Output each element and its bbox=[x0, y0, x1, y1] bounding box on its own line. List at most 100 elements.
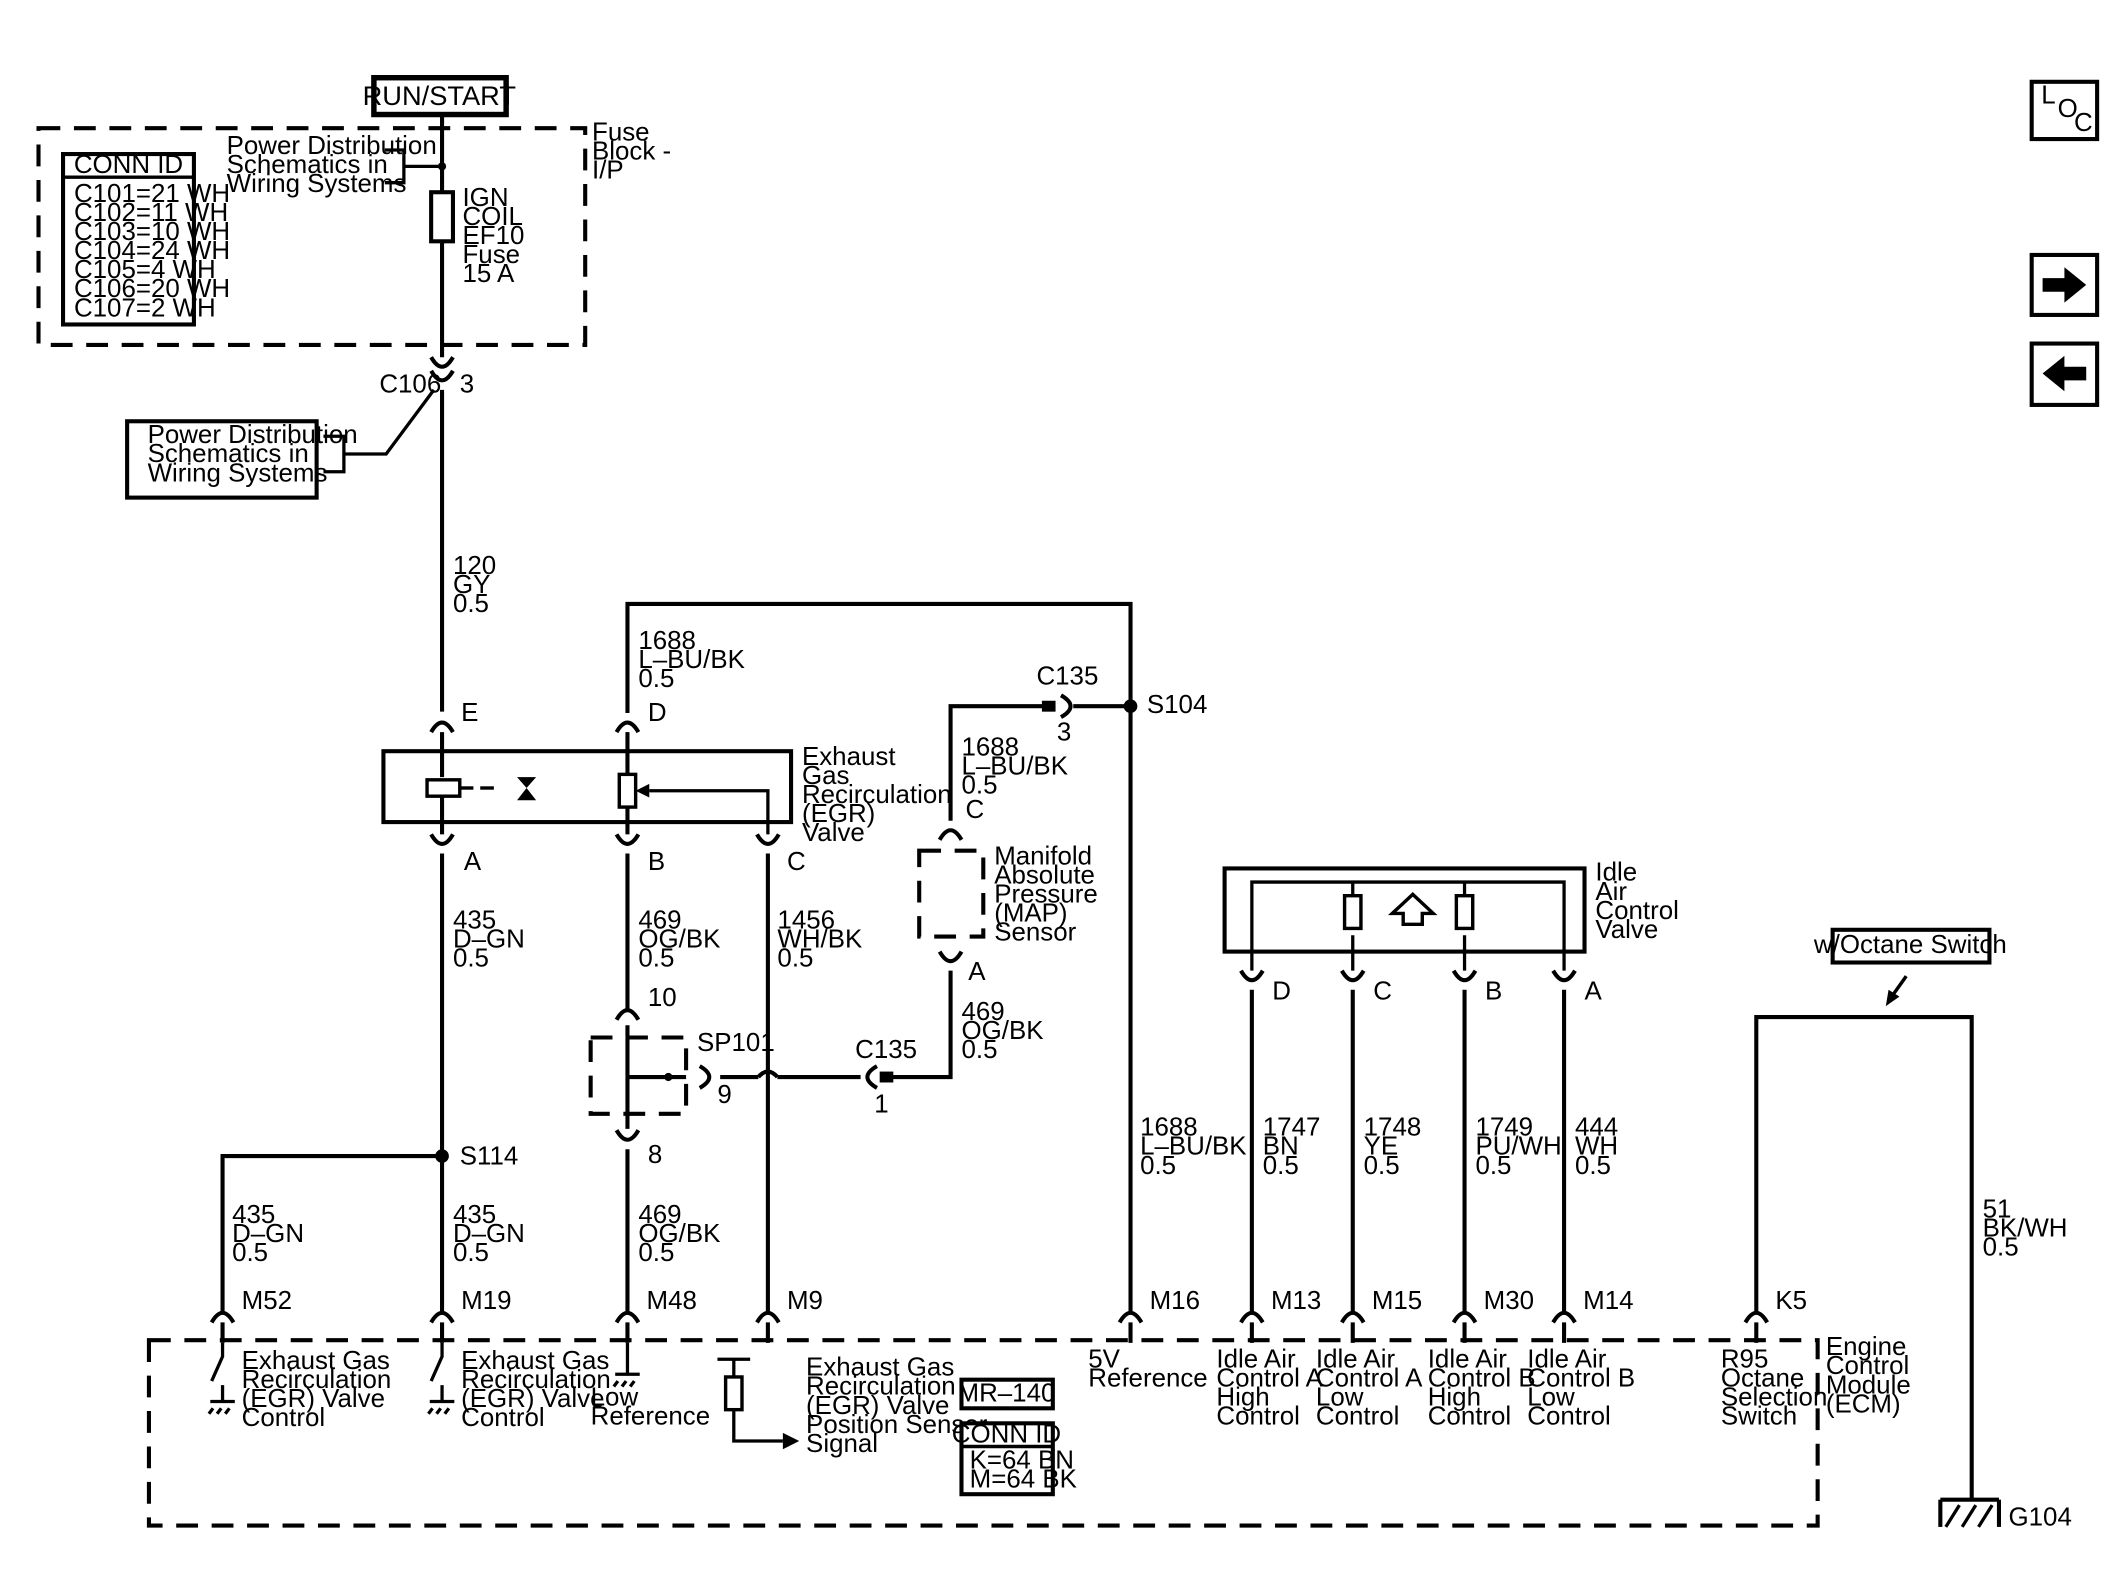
egr-pin-d: D bbox=[648, 699, 667, 727]
conn-id-table-fuse: CONN ID C101=21 WH C102=11 WH C103=10 WH… bbox=[61, 151, 237, 327]
ecm-m19-desc: Exhaust Gas Recirculation (EGR) Valve Co… bbox=[461, 1347, 618, 1432]
ecm-m52-desc: Exhaust Gas Recirculation (EGR) Valve Co… bbox=[242, 1347, 399, 1432]
wire-1688-network: S104 C135 3 1688 L–BU/BK 0.5 1688 L–BU/B… bbox=[625, 601, 1254, 1312]
egr-potentiometer-icon bbox=[617, 772, 638, 809]
run-start-block: RUN/START bbox=[363, 74, 517, 118]
ecm-connectors bbox=[209, 1310, 1769, 1343]
ecm-pin-m30: M30 bbox=[1484, 1287, 1534, 1315]
ecm-pin-m52: M52 bbox=[242, 1287, 292, 1315]
sp101-pin-8: 8 bbox=[648, 1141, 662, 1169]
map-sensor-label: Manifold Absolute Pressure (MAP) Sensor bbox=[994, 842, 1105, 946]
ecm-pin-m16: M16 bbox=[1150, 1287, 1200, 1315]
c135-top-pin: 3 bbox=[1057, 718, 1071, 746]
wire-469-map-label: 469 OG/BK 0.5 bbox=[961, 998, 1050, 1064]
iac-pin-b: B bbox=[1485, 977, 1502, 1005]
ecm-conn-id-table: CONN ID K=64 BN M=64 BK bbox=[952, 1420, 1077, 1497]
iac-pin-a: A bbox=[1585, 977, 1603, 1005]
sp101-pin-10: 10 bbox=[648, 984, 677, 1012]
ecm-m13-desc: Idle Air Control A High Control bbox=[1216, 1345, 1330, 1430]
egr-valve-label: Exhaust Gas Recirculation (EGR) Valve bbox=[802, 743, 959, 847]
wire-1688-map-label: 1688 L–BU/BK 0.5 bbox=[961, 733, 1075, 799]
ground-g104-icon bbox=[1938, 1497, 2002, 1528]
svg-text:CONN ID: CONN ID bbox=[74, 151, 183, 179]
ecm-m9-desc: Exhaust Gas Recirculation (EGR) Valve Po… bbox=[806, 1354, 995, 1458]
ecm-pin-m9: M9 bbox=[787, 1287, 823, 1315]
wire-435-a-label: 435 D–GN 0.5 bbox=[453, 906, 532, 972]
iac-wires: 1747 BN 0.5 1748 YE 0.5 1749 PU/WH 0.5 4… bbox=[1249, 989, 1625, 1312]
iac-valve-label: Idle Air Control Valve bbox=[1595, 859, 1686, 944]
s114-label: S114 bbox=[460, 1142, 519, 1170]
ecm-pin-m48: M48 bbox=[647, 1287, 697, 1315]
ecm-k5-desc: R95 Octane Selection Switch bbox=[1721, 1345, 1835, 1430]
ecm-m16-desc: 5V Reference bbox=[1088, 1345, 1207, 1392]
run-start-label: RUN/START bbox=[363, 80, 517, 111]
wire-120-label: 120 GY 0.5 bbox=[453, 552, 503, 618]
ecm-egr-sensor-input-icon bbox=[717, 1357, 800, 1450]
iac-coil-a-icon bbox=[1342, 894, 1363, 931]
ecm-pin-m13: M13 bbox=[1271, 1287, 1321, 1315]
c135-bottom-pin: 1 bbox=[874, 1090, 888, 1118]
idle-air-control-valve[interactable]: D C B A Idle Air Control Valve bbox=[1222, 859, 1686, 1006]
svg-text:MR–140: MR–140 bbox=[958, 1379, 1056, 1407]
ecm-m30-desc: Idle Air Control B High Control bbox=[1428, 1345, 1543, 1430]
ground-label: G104 bbox=[2009, 1504, 2072, 1532]
svg-text:C101=21 WH C102=11 WH: C101=21 WH C102=11 WH C103=10 WH C104=24… bbox=[74, 180, 237, 323]
map-pin-a: A bbox=[968, 958, 986, 986]
wire-469-map: C135 1 469 OG/BK 0.5 bbox=[720, 970, 1050, 1118]
ecm-low-ref-ground-icon bbox=[612, 1342, 640, 1388]
wire-444-label: 444 WH 0.5 bbox=[1575, 1114, 1625, 1180]
wire-1747-label: 1747 BN 0.5 bbox=[1263, 1114, 1328, 1180]
loc-button[interactable]: L O C bbox=[2029, 79, 2100, 142]
power-distribution-ref-box: Power Distribution Schematics in Wiring … bbox=[125, 388, 436, 500]
solenoid-icon bbox=[425, 778, 462, 798]
map-sensor[interactable]: C A Manifold Absolute Pressure (MAP) Sen… bbox=[917, 796, 1105, 986]
wire-1688-top-label: 1688 L–BU/BK 0.5 bbox=[638, 627, 752, 693]
ecm-m15-desc: Idle Air Control A Low Control bbox=[1316, 1345, 1430, 1430]
loc-letter-c: C bbox=[2074, 109, 2093, 137]
wire-120-gy: C106 3 120 GY 0.5 bbox=[379, 114, 503, 712]
ecm-m48-desc: Low Reference bbox=[591, 1384, 710, 1431]
c106-pin: 3 bbox=[460, 371, 474, 399]
wire-51-label: 51 BK/WH 0.5 bbox=[1983, 1195, 2075, 1261]
ecm-driver-m52-icon bbox=[207, 1342, 235, 1415]
arrow-left-icon bbox=[2042, 355, 2087, 392]
ecm-pin-m15: M15 bbox=[1372, 1287, 1422, 1315]
wire-1749-label: 1749 PU/WH 0.5 bbox=[1475, 1114, 1569, 1180]
ecm-mr-140-box: MR–140 bbox=[958, 1377, 1056, 1411]
sp101-pin-9: 9 bbox=[717, 1081, 731, 1109]
next-page-button[interactable] bbox=[2029, 252, 2100, 317]
ecm-driver-m19-icon bbox=[427, 1342, 455, 1415]
egr-pin-c: C bbox=[787, 848, 806, 876]
ecm-label: Engine Control Module (ECM) bbox=[1826, 1333, 1918, 1418]
egr-pin-b: B bbox=[648, 848, 665, 876]
splice-pack-sp101: SP101 10 9 8 469 OG/BK 0.5 469 OG/BK 0.5 bbox=[588, 853, 775, 1312]
iac-pin-c: C bbox=[1373, 977, 1392, 1005]
iac-pin-d: D bbox=[1272, 977, 1291, 1005]
octane-switch-label: w/Octane Switch bbox=[1813, 931, 2007, 959]
fuse-block-power-dist-ref: Power Distribution Schematics in Wiring … bbox=[227, 132, 444, 198]
wire-469-m48-label: 469 OG/BK 0.5 bbox=[638, 1201, 727, 1267]
map-pin-c: C bbox=[966, 796, 985, 824]
fuse-icon bbox=[429, 190, 456, 244]
wire-469-b-label: 469 OG/BK 0.5 bbox=[638, 906, 727, 972]
wire-435-m52-label: 435 D–GN 0.5 bbox=[232, 1201, 311, 1267]
iac-coil-b-icon bbox=[1454, 894, 1475, 931]
previous-page-button[interactable] bbox=[2029, 341, 2100, 407]
octane-arrow-icon bbox=[1885, 989, 1900, 1007]
ecm-pin-m19: M19 bbox=[461, 1287, 511, 1315]
wire-1456-label: 1456 WH/BK 0.5 bbox=[777, 906, 869, 972]
egr-valve[interactable]: E D A B C Exhaust Gas Recirculation (EGR… bbox=[381, 699, 959, 876]
engine-control-module[interactable]: Engine Control Module (ECM) M52 M19 M48 … bbox=[146, 1287, 1918, 1528]
wire-1456-wh-bk: 1456 WH/BK 0.5 bbox=[765, 853, 869, 1312]
fuse-block-title: Fuse Block - I/P bbox=[592, 118, 678, 184]
loc-letter-l: L bbox=[2041, 82, 2055, 110]
sp101-label: SP101 bbox=[697, 1029, 775, 1057]
svg-text:Power Distribution Schem: Power Distribution Schematics in Wiring … bbox=[148, 421, 365, 487]
ecm-m14-desc: Idle Air Control B Low Control bbox=[1527, 1345, 1642, 1430]
wire-435-m19-label: 435 D–GN 0.5 bbox=[453, 1201, 532, 1267]
egr-pin-a: A bbox=[464, 848, 482, 876]
wire-1688-m16-label: 1688 L–BU/BK 0.5 bbox=[1140, 1114, 1254, 1180]
c135-top-label: C135 bbox=[1036, 662, 1098, 690]
ecm-pin-k5: K5 bbox=[1775, 1287, 1807, 1315]
